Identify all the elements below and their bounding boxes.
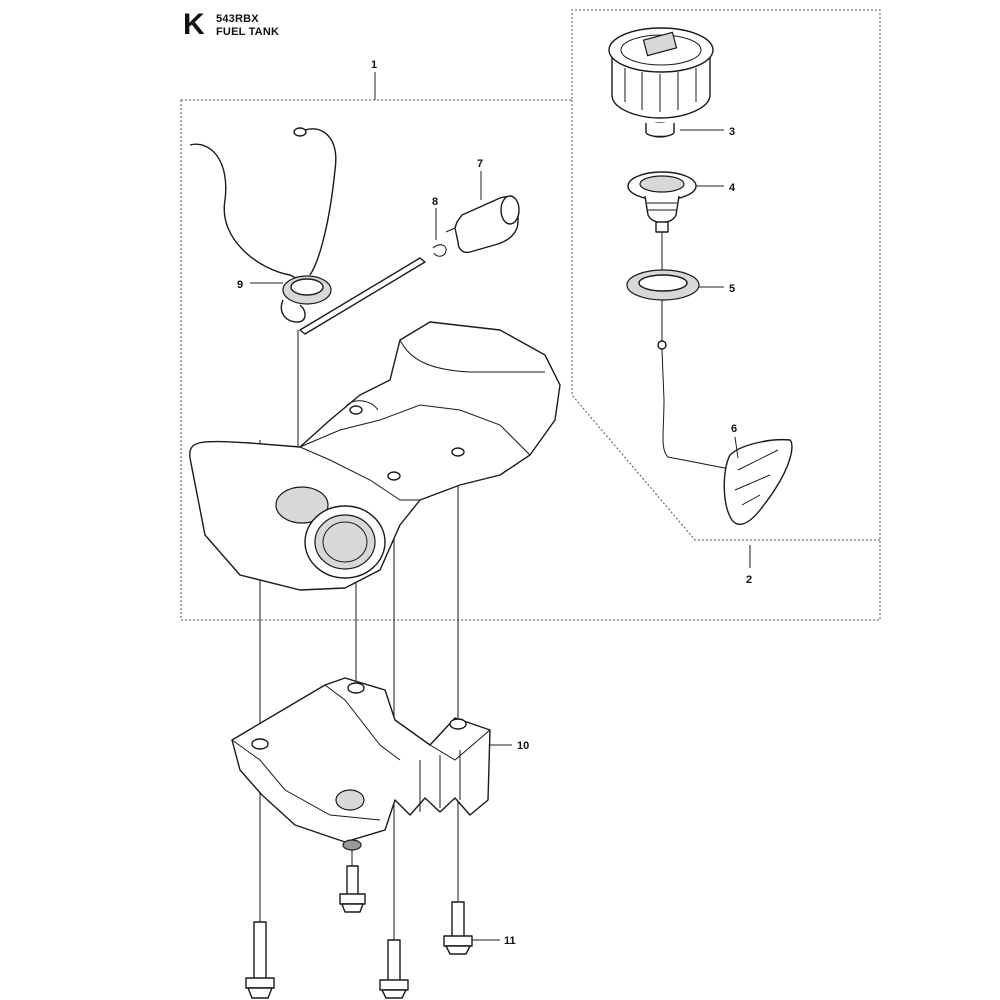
fuel-line [299,244,447,335]
diagram-title: FUEL TANK [216,26,280,38]
assembly-1-boundary [180,9,881,621]
fuel-filter [445,195,520,254]
tank-cap [608,27,714,119]
fuel-hose [189,127,337,323]
cap-seal [645,122,675,138]
leader-lines [250,72,751,941]
model-number: 543RBX [216,13,259,25]
callout-3: 3 [729,126,735,138]
callout-labels: 1 2 3 4 5 6 7 8 9 10 11 [237,59,752,947]
pickup-strap [657,340,793,526]
callout-9: 9 [237,279,243,291]
callout-5: 5 [729,283,735,295]
callout-1: 1 [371,59,377,71]
fuel-tank [189,321,561,591]
callout-4: 4 [729,182,736,194]
section-letter: K [183,8,205,41]
bolt-a [245,921,275,999]
tank-bracket [231,677,491,851]
bolt-b [339,865,366,913]
callout-10: 10 [517,740,529,752]
bolt-d [443,901,473,955]
gasket-ring [626,269,700,301]
assembly-2-boundary [571,100,880,541]
callout-8: 8 [432,196,438,208]
bolts [245,865,473,999]
callout-11: 11 [504,935,516,947]
callout-7: 7 [477,158,483,170]
vent-valve [627,171,697,233]
callout-6: 6 [731,423,737,435]
bolt-c [379,939,409,999]
callout-2: 2 [746,574,752,586]
